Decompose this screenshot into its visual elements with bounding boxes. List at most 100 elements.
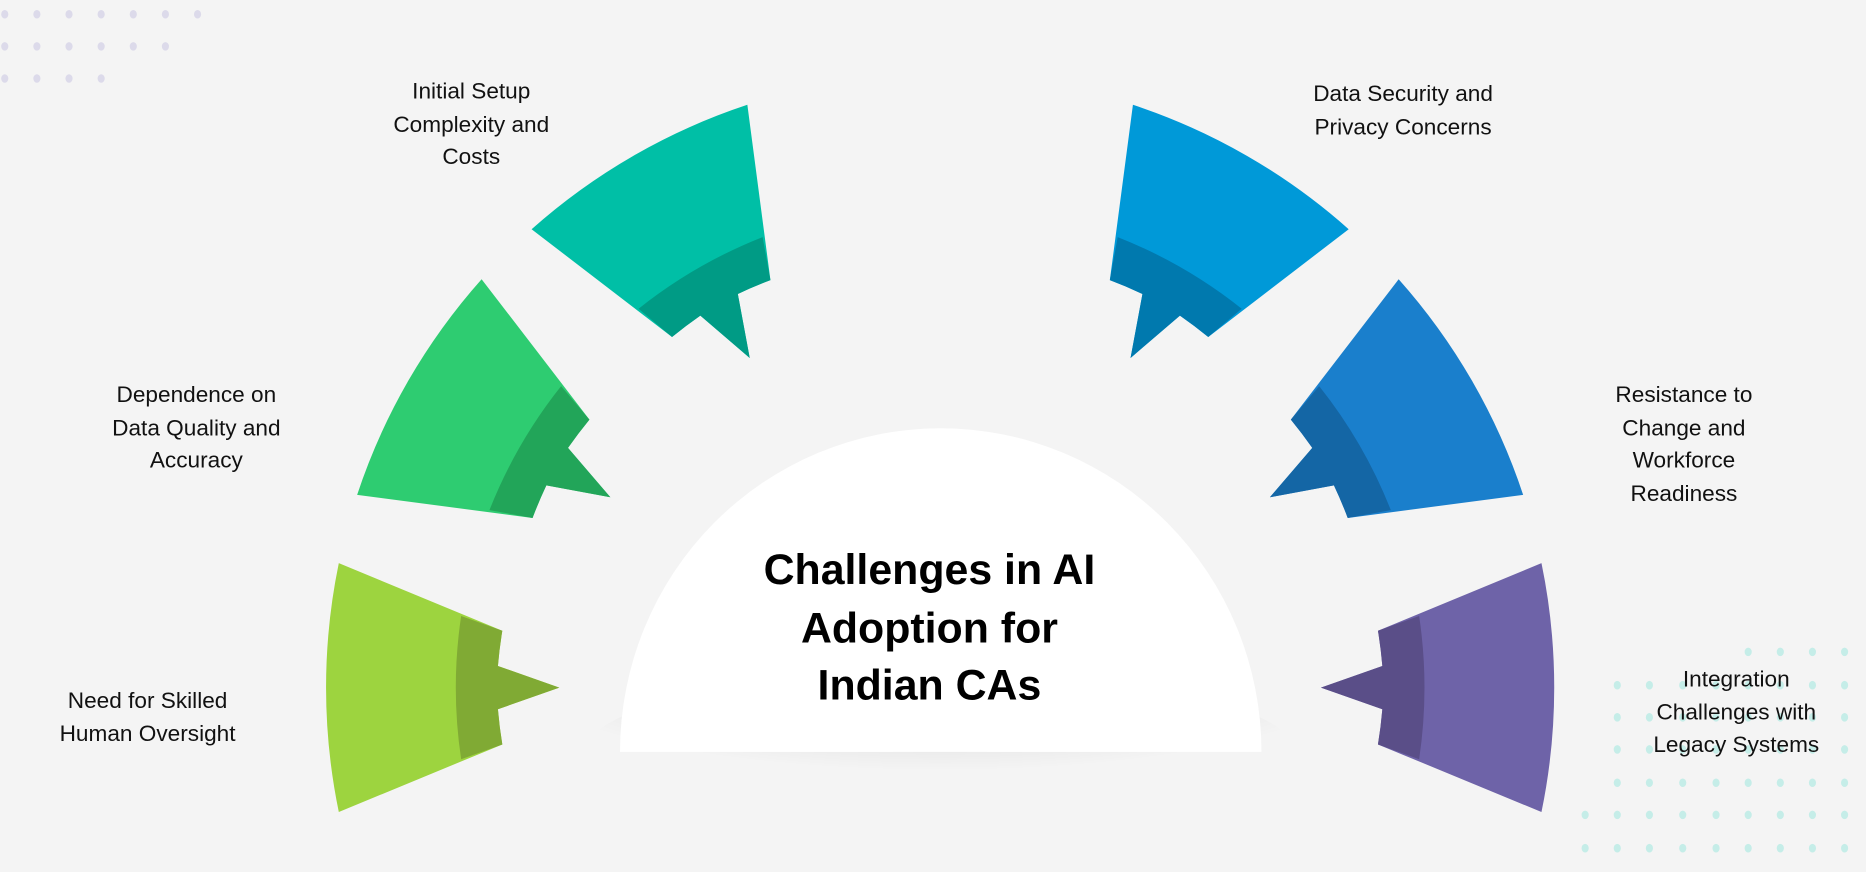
decorative-dot [1808,647,1817,657]
label-line: Change and [1622,415,1746,441]
decorative-dot [1679,745,1687,754]
decorative-dot [1776,713,1784,722]
decorative-dot [1613,843,1621,853]
label-resistance-change: Resistance to Change and Workforce Readi… [1615,379,1752,510]
decorative-dot [1776,810,1784,820]
decorative-dot [1808,745,1817,754]
decorative-dot [1808,810,1817,820]
label-line: Accuracy [149,448,243,474]
label-need-skilled-oversight: Need for Skilled Human Oversight [60,685,236,750]
decorative-dot [1841,810,1849,820]
decorative-dot [1679,713,1687,722]
title-line: Indian CAs [817,660,1042,710]
label-line: Costs [442,145,501,171]
decorative-dot [1776,680,1784,690]
central-hub [620,428,1262,752]
decorative-dot [33,42,41,51]
segment-shape [1320,563,1555,813]
label-setup-costs: Initial Setup Complexity and Costs [393,76,549,174]
decorative-dot [1712,713,1720,722]
decorative-dot [1645,810,1653,820]
decorative-dot [33,74,41,83]
decorative-dot [1776,843,1784,853]
decorative-dot [1613,778,1621,788]
label-line: Complexity and [393,112,550,138]
label-line: Dependence on [116,383,277,409]
decorative-dot [1679,810,1687,820]
segment-setup-costs [531,104,771,358]
decorative-dot [1645,745,1653,754]
decorative-dot [65,42,73,51]
segment-arrow-band [638,237,771,358]
segment-shape [326,563,560,813]
label-line: Data Quality and [112,415,281,441]
decorative-dot [1645,713,1653,722]
decorative-dot [1645,843,1653,853]
label-line: Privacy Concerns [1314,114,1492,140]
decorative-dot [193,9,202,19]
decorative-dot [1841,843,1849,853]
decorative-dot [1776,778,1784,788]
decorative-dot [1841,745,1849,754]
decorative-dot [1744,745,1752,754]
decorative-dot [1613,713,1621,722]
decorative-dot [97,42,105,51]
decorative-dot [129,9,137,19]
segment-arrow-band [489,386,611,518]
decorative-dot [1776,745,1784,754]
decorative-dot [1744,713,1752,722]
decorative-dot [1841,778,1849,788]
decorative-dot [129,42,137,51]
decorative-dot [1744,843,1752,853]
decorative-dot [1712,810,1720,820]
decorative-dot [1712,745,1720,754]
segment-data-security [1109,104,1349,358]
segment-legacy-integration [1320,563,1555,813]
decorative-dot [97,74,105,83]
decorative-dots-top-left [1,9,202,83]
decorative-dot [1,74,9,83]
decorative-dot [161,9,169,19]
decorative-dot [161,42,169,51]
decorative-dot [1841,713,1849,722]
decorative-dot [1645,778,1653,788]
segment-arrow-band [1269,386,1391,518]
segment-data-quality [357,279,611,518]
label-line: Readiness [1630,481,1738,507]
decorative-dot [1679,843,1687,853]
decorative-dot [1679,680,1687,690]
segment-arrow-band [1320,615,1425,760]
label-line: Workforce [1632,448,1736,474]
label-line: Need for Skilled [67,688,228,714]
decorative-dot [65,9,73,19]
label-line: Initial Setup [412,79,531,105]
decorative-dot [33,9,41,19]
segments [326,104,1555,813]
segment-need-skilled-oversight [326,563,560,813]
decorative-dot [1808,843,1817,853]
decorative-dot [1744,810,1752,820]
segment-resistance-change [1269,279,1524,518]
decorative-dot [97,9,105,19]
label-data-security: Data Security and Privacy Concerns [1313,79,1493,144]
decorative-dot [1613,810,1621,820]
decorative-dot [1744,778,1752,788]
decorative-dot [1,42,9,51]
decorative-dot [1712,778,1720,788]
decorative-dot [1841,647,1849,657]
label-line: Integration [1682,667,1790,693]
decorative-dot [1581,810,1589,820]
label-legacy-integration: Integration Challenges with Legacy Syste… [1653,664,1819,762]
decorative-dot [1808,713,1817,722]
decorative-dot [1679,778,1687,788]
decorative-dot [1744,680,1752,690]
title-line: Challenges in AI [763,544,1096,594]
decorative-dots-bottom-right [1581,647,1849,853]
decorative-dot [1808,778,1817,788]
decorative-dot [1,9,9,19]
decorative-dot [1776,647,1784,657]
label-line: Data Security and [1313,82,1493,108]
title-line: Adoption for [800,602,1058,652]
